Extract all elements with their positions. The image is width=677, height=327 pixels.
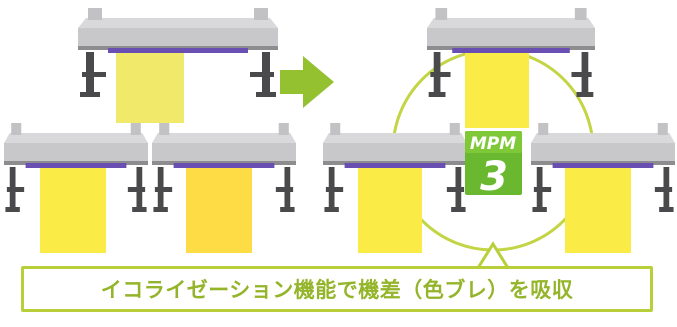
caption-box: イコライゼーション機能で機差（色ブレ）を吸収 bbox=[21, 266, 653, 312]
after-printer-bottom-left bbox=[323, 123, 467, 253]
after-printer-top bbox=[427, 8, 595, 128]
paper-sheet bbox=[465, 53, 529, 128]
callout-pointer bbox=[475, 241, 511, 270]
before-printer-bottom-right bbox=[152, 123, 296, 253]
paper-sheet bbox=[40, 168, 106, 253]
caption-text: イコライゼーション機能で機差（色ブレ）を吸収 bbox=[100, 278, 574, 302]
paper-sheet bbox=[565, 168, 631, 253]
paper-sheet bbox=[186, 168, 252, 253]
before-printer-bottom-left bbox=[4, 123, 148, 253]
right-arrow-icon bbox=[280, 56, 334, 108]
mpm3-logo-icon: MPM 3 bbox=[465, 131, 522, 200]
logo-line2: 3 bbox=[480, 154, 508, 200]
after-printer-bottom-right bbox=[531, 123, 675, 253]
paper-sheet bbox=[116, 53, 184, 123]
before-printer-top bbox=[78, 8, 278, 123]
paper-sheet bbox=[358, 168, 422, 253]
logo-line1: MPM bbox=[470, 134, 516, 154]
